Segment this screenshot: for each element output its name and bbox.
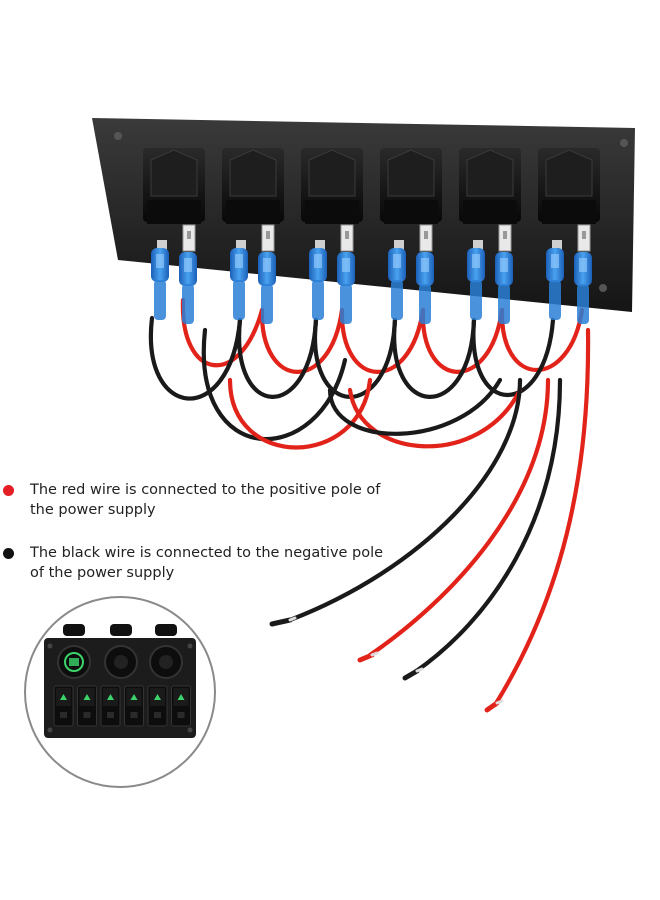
switch-bodies bbox=[143, 148, 600, 258]
inset-rocker-switch bbox=[124, 685, 144, 727]
wire-tip bbox=[484, 700, 500, 713]
blue-connector bbox=[230, 248, 248, 320]
wire bbox=[180, 297, 265, 368]
wire bbox=[471, 317, 556, 397]
blue-connector bbox=[258, 252, 276, 324]
inset-rocker-switch bbox=[100, 685, 121, 727]
inset-rocker-switch bbox=[147, 685, 168, 727]
blue-connector bbox=[495, 252, 513, 324]
wire bbox=[327, 377, 503, 436]
wire bbox=[148, 315, 243, 401]
inset-rocker-switches bbox=[53, 685, 191, 727]
wire bbox=[499, 307, 585, 373]
red-wire-note-text: The red wire is connected to the positiv… bbox=[30, 482, 381, 518]
wire bbox=[412, 377, 563, 675]
inset-rocker-switch bbox=[53, 685, 74, 727]
wire-tip bbox=[269, 617, 293, 627]
blue-connector bbox=[546, 248, 564, 320]
wire bbox=[347, 387, 523, 449]
black-dot-icon bbox=[3, 548, 14, 559]
red-dot-icon bbox=[3, 485, 14, 496]
wire bbox=[201, 327, 348, 442]
blue-connector bbox=[467, 248, 485, 320]
socket-caps bbox=[57, 624, 183, 679]
wire-tip bbox=[402, 668, 420, 681]
blue-connector bbox=[337, 252, 355, 324]
wire bbox=[492, 327, 591, 708]
blue-connector bbox=[151, 248, 169, 320]
blue-connector bbox=[179, 252, 197, 324]
wire bbox=[392, 317, 477, 399]
switch-body bbox=[222, 148, 284, 258]
wire bbox=[287, 377, 523, 623]
switch-body bbox=[301, 148, 363, 258]
wire bbox=[259, 307, 345, 374]
wire-tip bbox=[357, 652, 375, 663]
inset-rocker-switch bbox=[171, 685, 191, 727]
black-wire-note-text: The black wire is connected to the negat… bbox=[30, 545, 384, 581]
blue-connector bbox=[388, 248, 406, 320]
wire-tip bbox=[415, 667, 424, 673]
wire-tip bbox=[495, 699, 504, 705]
inset-panel-photo bbox=[24, 596, 216, 788]
switch-body bbox=[459, 148, 521, 258]
blue-connector bbox=[309, 248, 327, 320]
inset-rocker-switch bbox=[77, 685, 97, 727]
blue-connector bbox=[574, 252, 592, 324]
wire bbox=[227, 377, 373, 450]
blue-connectors bbox=[151, 248, 592, 324]
wire bbox=[339, 307, 426, 374]
wire bbox=[237, 317, 319, 399]
blue-connector bbox=[416, 252, 434, 324]
wire bbox=[367, 377, 551, 658]
wire-tip bbox=[370, 651, 379, 657]
wire-harness bbox=[148, 297, 591, 713]
wire-tip bbox=[288, 616, 297, 622]
wire bbox=[420, 307, 505, 374]
